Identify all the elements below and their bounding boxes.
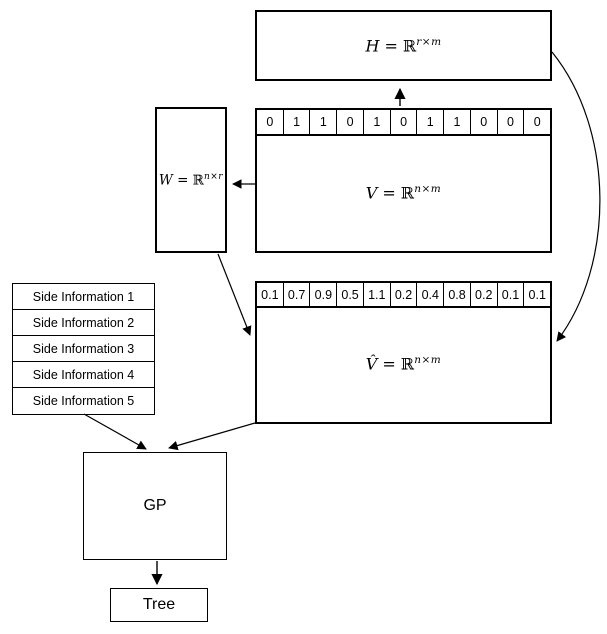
vhat-strip-cell: 0.7 <box>282 283 310 306</box>
vhat-strip-cell: 0.1 <box>523 283 550 306</box>
side-information-row: Side Information 2 <box>13 310 154 336</box>
vhat-strip-cell: 0.9 <box>309 283 336 306</box>
vhat-strip-cell: 0.8 <box>443 283 470 306</box>
arrow-h-to-vhat-curve <box>551 51 601 342</box>
v-strip-cell: 0 <box>389 110 417 134</box>
v-strip-cell: 0 <box>336 110 363 134</box>
arrow-w-to-vhat <box>217 253 252 336</box>
side-information-row: Side Information 3 <box>13 336 154 362</box>
h-matrix-box: H = ℝr×m <box>255 10 552 81</box>
vhat-strip-cell: 0.1 <box>496 283 524 306</box>
side-information-row: Side Information 1 <box>13 284 154 310</box>
v-box-label: V = ℝn×m <box>365 182 442 203</box>
vhat-strip-cell: 0.4 <box>416 283 443 306</box>
v-strip-cell: 1 <box>416 110 443 134</box>
v-strip-cell: 0 <box>266 115 274 129</box>
vhat-strip-cell: 0.1 <box>261 287 279 302</box>
arrow-vhat-to-gp <box>168 422 256 451</box>
v-box-body: V = ℝn×m <box>257 136 550 249</box>
v-strip-cell: 1 <box>362 110 390 134</box>
v-strip-cell: 1 <box>309 110 336 134</box>
v-strip-cell: 0 <box>496 110 524 134</box>
tree-box-label: Tree <box>142 596 176 613</box>
vhat-strip-cell: 0.2 <box>389 283 417 306</box>
side-information-row: Side Information 5 <box>32 394 135 408</box>
w-box-label: W = ℝn×r <box>158 171 224 189</box>
v-strip-cell: 1 <box>282 110 310 134</box>
tree-box: Tree <box>110 588 208 622</box>
v-strip-cell: 0 <box>469 110 497 134</box>
arrow-sideinfo-to-gp <box>83 413 147 450</box>
vhat-strip-cell: 1.1 <box>362 283 390 306</box>
vhat-box-label: V̂ = ℝn×m <box>365 354 442 374</box>
gp-box: GP <box>83 452 227 560</box>
vhat-strip-cell: 0.2 <box>469 283 497 306</box>
side-information-row: Side Information 4 <box>13 362 154 388</box>
v-strip-cell: 1 <box>443 110 470 134</box>
h-box-label: H = ℝr×m <box>365 35 442 56</box>
gp-box-label: GP <box>143 497 167 514</box>
vhat-box-body: V̂ = ℝn×m <box>257 308 550 420</box>
vhat-strip-cell: 0.5 <box>336 283 363 306</box>
v-strip-cell: 0 <box>523 110 550 134</box>
w-matrix-box: W = ℝn×r <box>155 107 227 253</box>
